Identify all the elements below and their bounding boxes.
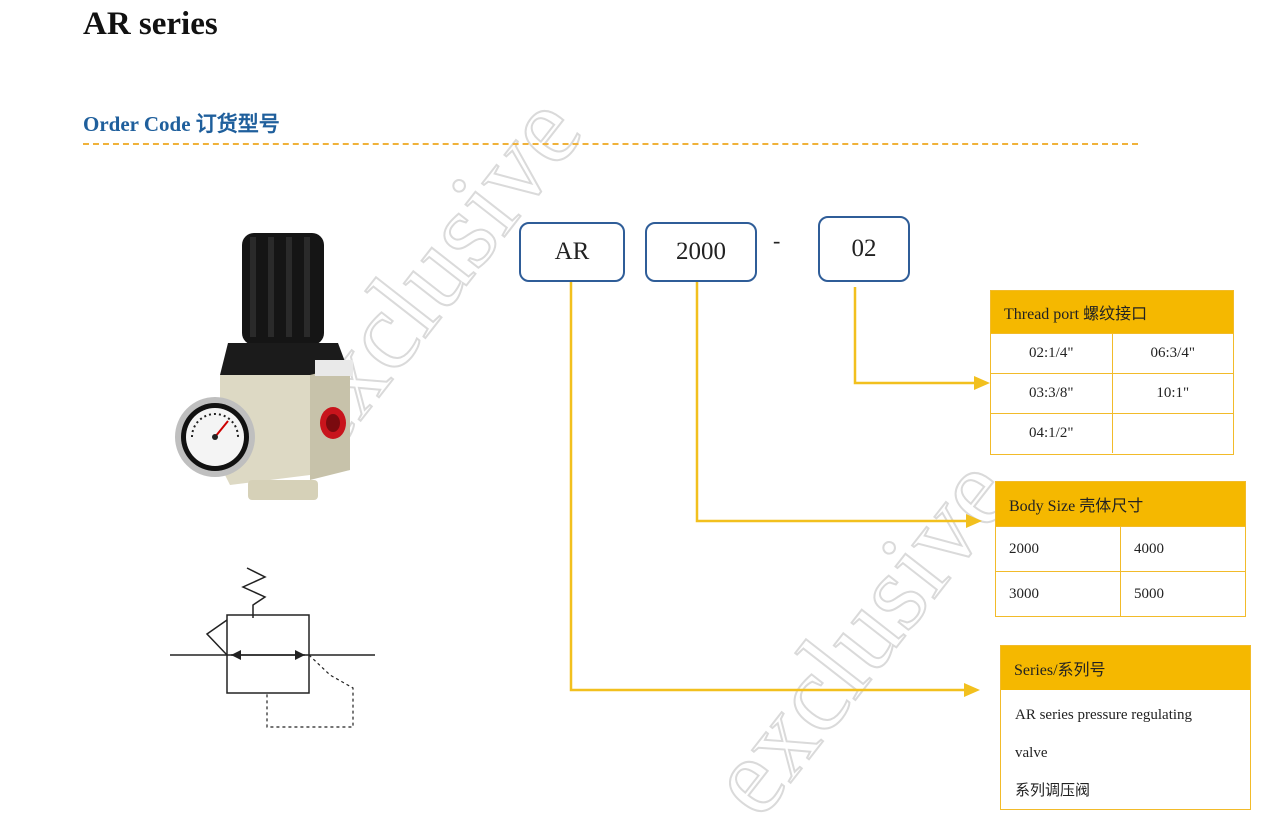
table-cell: 2000: [1009, 540, 1039, 557]
series-line: valve: [1015, 745, 1048, 761]
order-code-heading: Order Code 订货型号: [83, 112, 280, 136]
table-row: 03:3/8" 10:1": [991, 373, 1233, 413]
code-box-thread: 02: [818, 216, 910, 282]
table-cell: 4000: [1120, 527, 1245, 571]
series-line: AR series pressure regulating: [1015, 707, 1193, 723]
table-cell: 02:1/4": [1029, 345, 1074, 361]
table-cell: [1111, 414, 1234, 453]
thread-port-header: Thread port 螺纹接口: [991, 291, 1233, 333]
body-size-header: Body Size 壳体尺寸: [996, 482, 1245, 526]
series-table: Series/系列号 AR series pressure regulating…: [1000, 645, 1251, 810]
section-divider: [83, 143, 1138, 145]
table-row: 04:1/2": [991, 413, 1233, 453]
thread-port-table: Thread port 螺纹接口 02:1/4" 06:3/4" 03:3/8"…: [990, 290, 1234, 455]
table-row: 02:1/4" 06:3/4": [991, 333, 1233, 373]
table-cell: 06:3/4": [1111, 334, 1234, 373]
code-box-body-size: 2000: [645, 222, 757, 282]
table-cell: 10:1": [1111, 374, 1234, 413]
body-size-table: Body Size 壳体尺寸 2000 4000 3000 5000: [995, 481, 1246, 617]
code-separator: -: [773, 228, 781, 253]
code-series-value: AR: [554, 238, 590, 265]
table-cell: 3000: [1009, 585, 1039, 602]
series-header: Series/系列号: [1001, 646, 1250, 690]
page-title: AR series: [83, 6, 218, 42]
series-description: AR series pressure regulating valve 系列调压…: [1001, 690, 1250, 810]
code-box-series: AR: [519, 222, 625, 282]
pressure-regulator-photo-icon: [175, 233, 353, 500]
table-row: 2000 4000: [996, 526, 1245, 571]
code-body-size-value: 2000: [676, 238, 726, 265]
table-cell: 04:1/2": [1029, 425, 1074, 441]
table-row: 3000 5000: [996, 571, 1245, 616]
pressure-regulator-symbol-icon: [170, 567, 375, 728]
series-line: 系列调压阀: [1015, 783, 1091, 799]
table-cell: 03:3/8": [1029, 385, 1074, 401]
code-thread-value: 02: [851, 235, 877, 262]
table-cell: 5000: [1120, 572, 1245, 616]
